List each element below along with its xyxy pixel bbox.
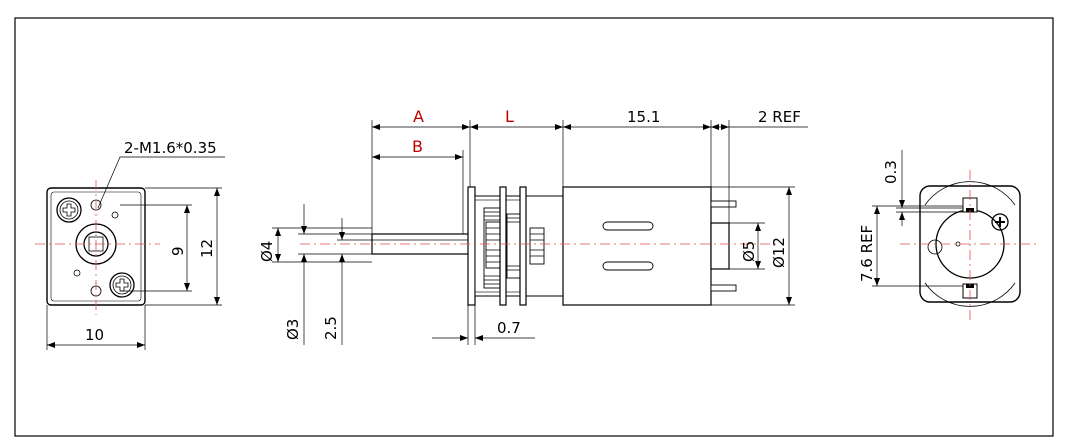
dim-10-label: 10	[85, 326, 104, 344]
terminal-top	[710, 200, 737, 208]
dim-12-label: 12	[198, 239, 216, 258]
dim-A-label: A	[413, 107, 424, 126]
dim-d3-label: Ø3	[284, 319, 302, 340]
screw-top-icon	[56, 197, 82, 223]
dim-L-label: L	[505, 107, 514, 126]
left-view: 2-M1.6*0.35 9 12 10	[35, 139, 225, 350]
plus-terminal-icon	[991, 213, 1009, 231]
back-cap	[710, 222, 730, 270]
front-plate	[467, 186, 476, 306]
dim-15.1-label: 15.1	[627, 108, 660, 126]
right-view: 0.3 7.6 REF	[858, 150, 1040, 320]
terminal-bottom	[710, 284, 737, 292]
dim-d5-label: Ø5	[740, 241, 758, 262]
dim-d12-label: Ø12	[770, 237, 788, 268]
dim-2.5-label: 2.5	[322, 316, 340, 340]
thread-label: 2-M1.6*0.35	[124, 139, 217, 157]
drawing-frame	[14, 17, 1054, 437]
dim-2ref-label: 2 REF	[758, 108, 801, 126]
dim-0.3-label: 0.3	[882, 160, 900, 184]
dim-B-label: B	[412, 137, 423, 156]
side-view: A B L 15.1 2 REF Ø4 Ø3 2.5	[258, 107, 808, 345]
dim-7.6ref-label: 7.6 REF	[858, 225, 876, 282]
screw-bottom-icon	[109, 272, 135, 298]
dim-0.7-label: 0.7	[497, 319, 521, 337]
dim-9-label: 9	[169, 246, 187, 256]
motor-can	[562, 186, 712, 306]
dim-d4-label: Ø4	[258, 241, 276, 262]
